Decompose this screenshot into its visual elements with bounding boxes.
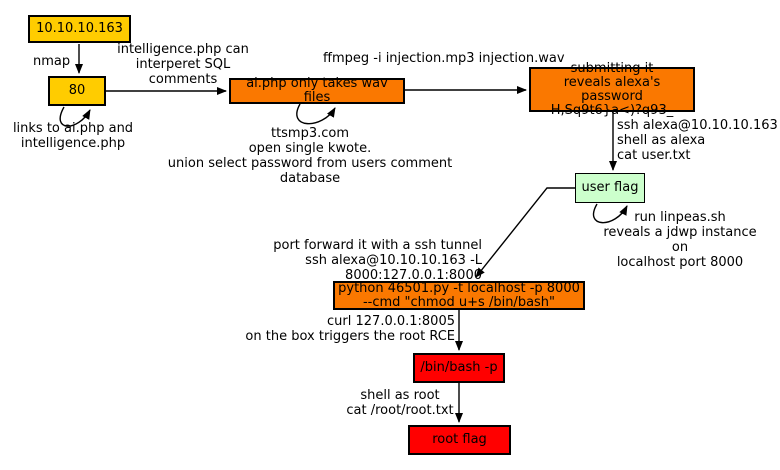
label-curl: curl 127.0.0.1:8005 on the box triggers … — [245, 314, 455, 344]
label-intelligence-note: intelligence.php can interperet SQL comm… — [117, 42, 249, 87]
node-submit-password: submitting it reveals alexa's password H… — [529, 61, 695, 117]
label-shell-as-root: shell as root cat /root/root.txt — [346, 388, 454, 418]
node-ip-10-10-10-163: 10.10.10.163 — [28, 15, 131, 43]
node-user-flag: user flag — [575, 173, 645, 203]
selfloop-aiphp — [296, 103, 336, 125]
label-ttsmp3-note: ttsmp3.com open single kwote. union sele… — [167, 126, 453, 186]
node-python-exploit: python 46501.py -t localhost -p 8000 --c… — [333, 281, 585, 310]
label-linpeas-note: run linpeas.sh reveals a jdwp instance o… — [603, 210, 757, 270]
node-bin-bash: /bin/bash -p — [413, 353, 505, 383]
label-links-note: links to ai.php and intelligence.php — [12, 121, 134, 151]
node-port-80: 80 — [48, 76, 106, 106]
arrow-userflag-to-python — [475, 187, 575, 278]
label-ffmpeg: ffmpeg -i injection.mp3 injection.wav — [323, 51, 565, 66]
node-aiphp: ai.php only takes wav files — [229, 77, 405, 105]
label-portforward: port forward it with a ssh tunnel ssh al… — [273, 238, 482, 283]
node-root-flag: root flag — [408, 425, 511, 455]
label-nmap: nmap — [33, 54, 71, 69]
label-ssh-alexa: ssh alexa@10.10.10.163 shell as alexa ca… — [617, 118, 778, 163]
